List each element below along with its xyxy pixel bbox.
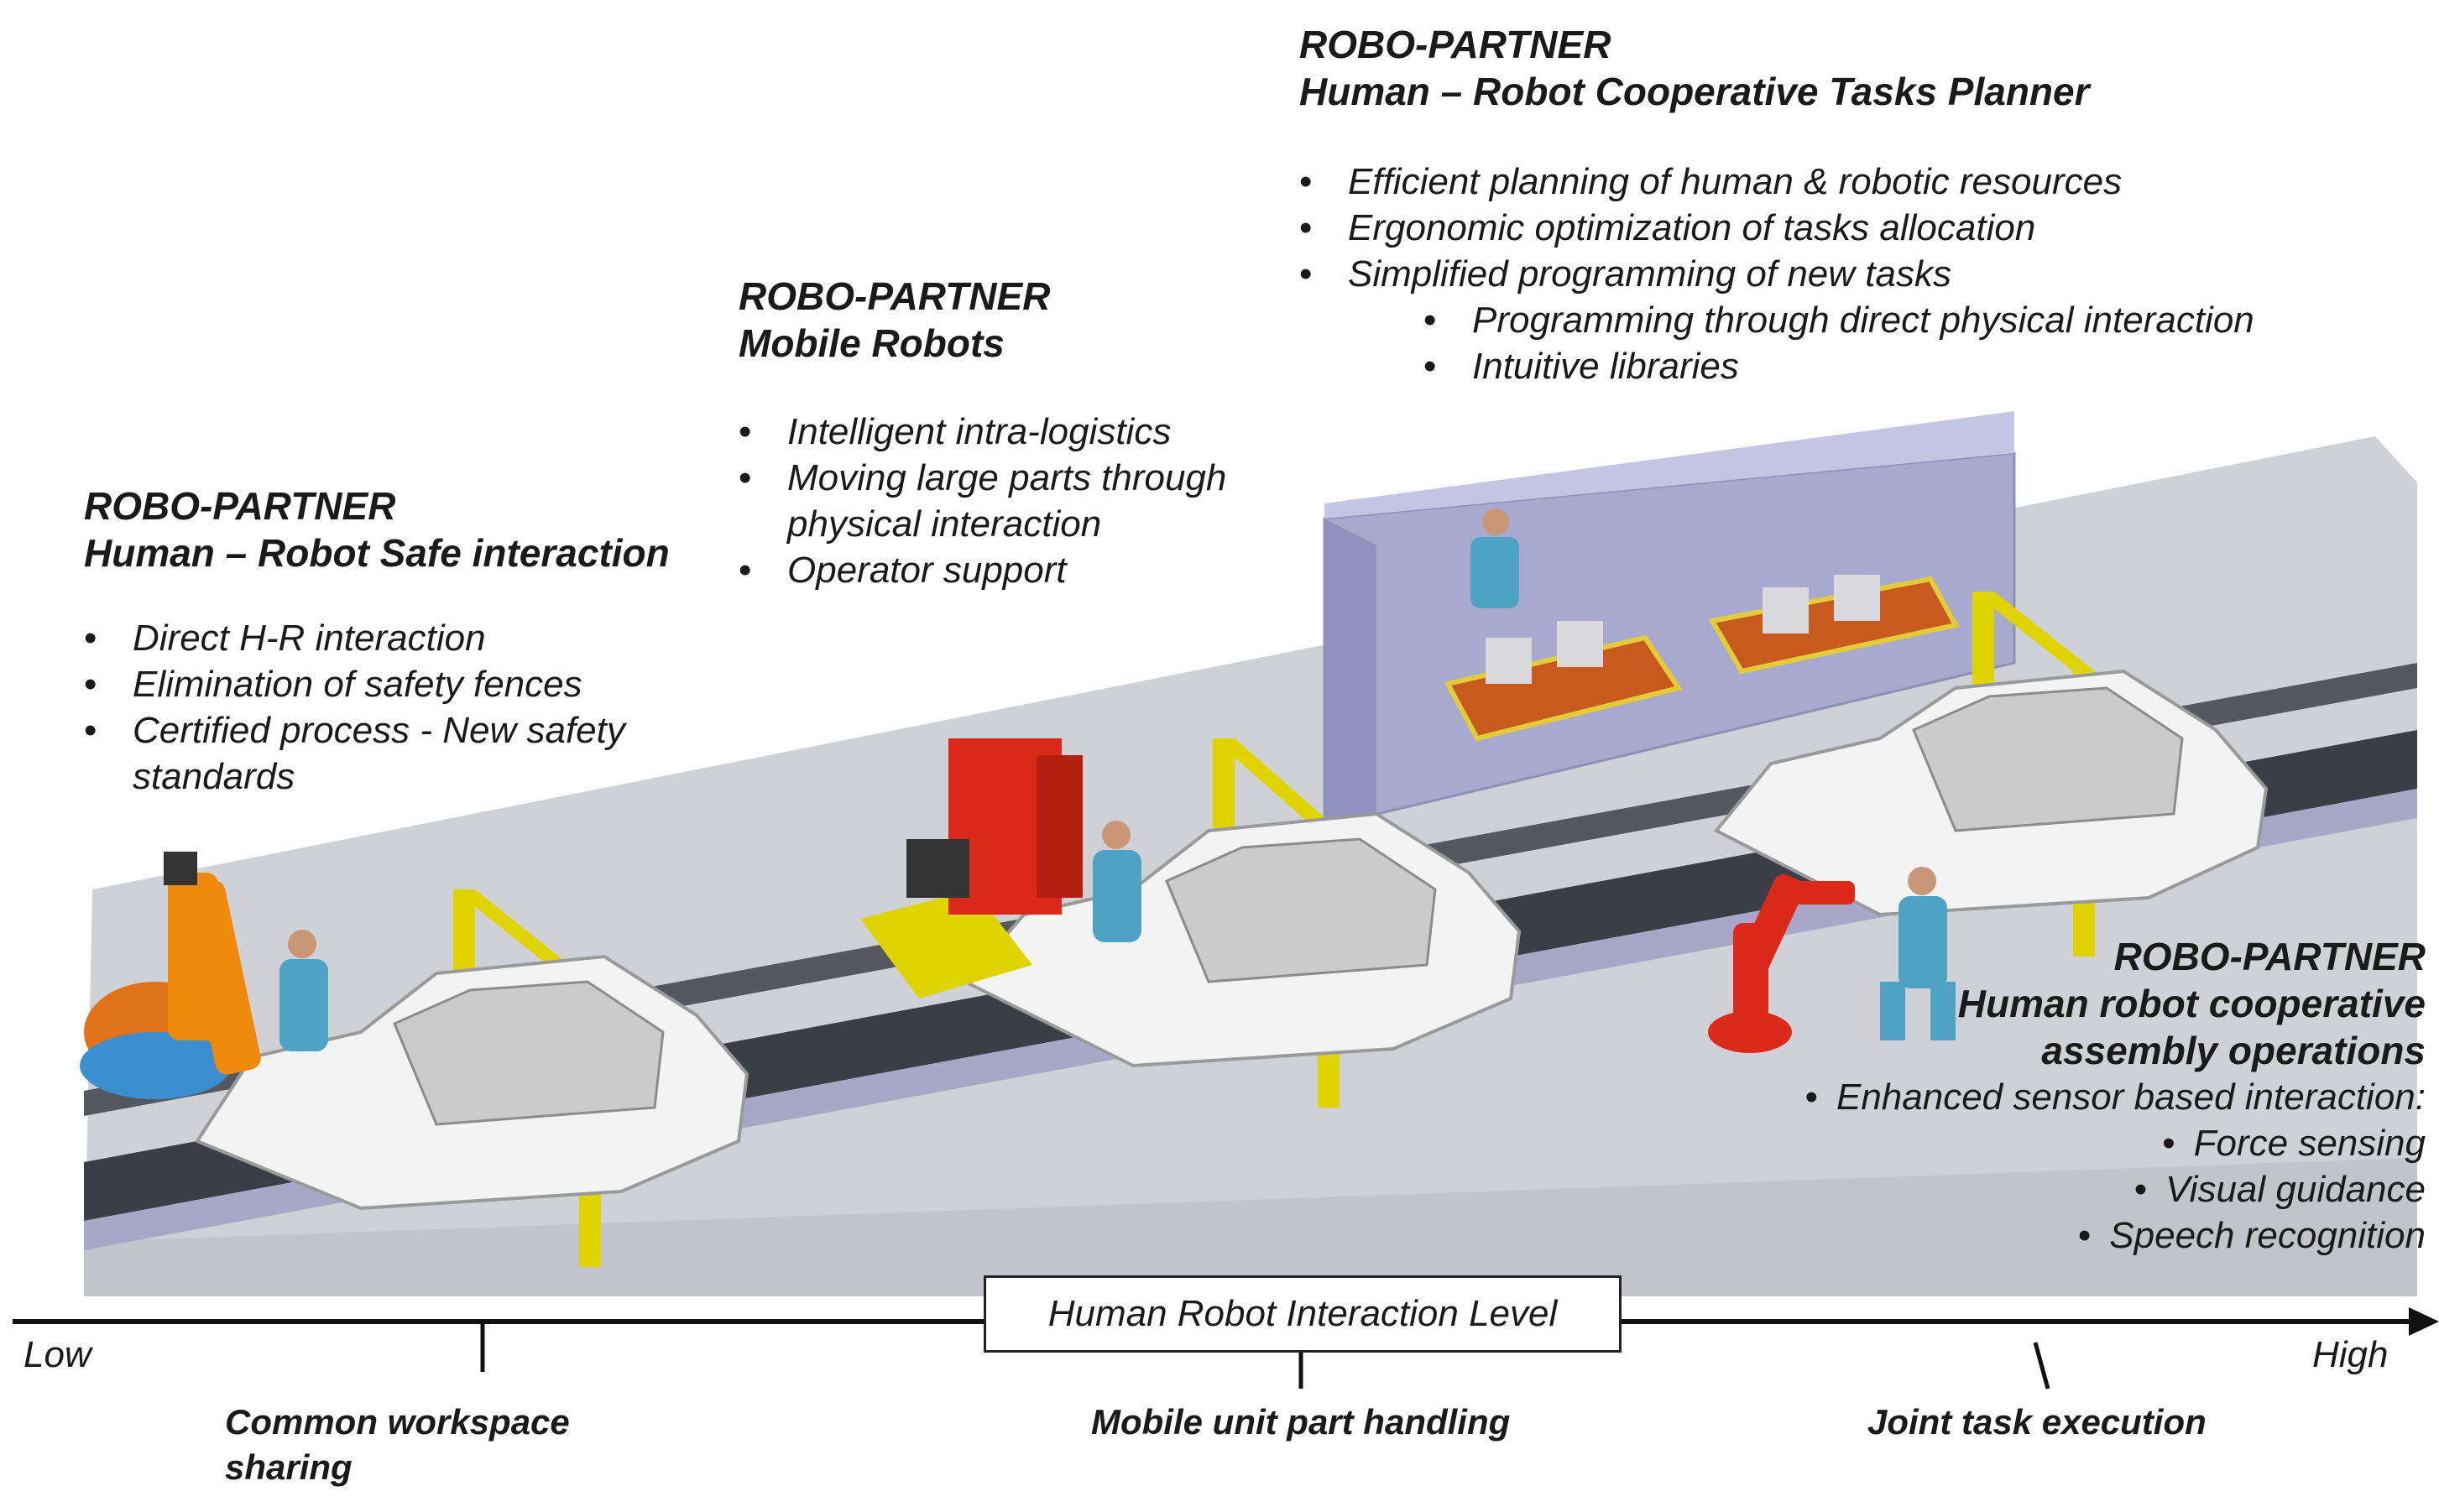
car-body-1 <box>195 954 749 1211</box>
list-item: Ergonomic optimization of tasks allocati… <box>1299 205 2390 251</box>
orange-robot <box>80 852 261 1099</box>
cooperative-assembly-title-line1: Human robot cooperative <box>1957 982 2426 1025</box>
axis-low-label: Low <box>24 1334 91 1375</box>
cooperative-assembly-title-line2: assembly operations <box>2041 1029 2426 1072</box>
worker-1 <box>279 930 328 1051</box>
list-subitem: Visual guidance <box>1595 1166 2426 1212</box>
stage-common-workspace: Common workspace sharing <box>225 1402 570 1487</box>
cooperative-assembly-brand: ROBO-PARTNER <box>2113 935 2426 978</box>
mobile-robot <box>860 738 1083 998</box>
car-body-2 <box>962 811 1522 1068</box>
car-body-3 <box>1713 669 2269 917</box>
list-item: Elimination of safety fences <box>84 661 739 707</box>
tasks-planner-title: Human – Robot Cooperative Tasks Planner <box>1299 70 2090 113</box>
safe-interaction-block: ROBO-PARTNER Human – Robot Safe interact… <box>84 482 739 800</box>
cooperative-assembly-list: Enhanced sensor based interaction: Force… <box>1595 1074 2426 1259</box>
tasks-planner-brand: ROBO-PARTNER <box>1299 23 1611 66</box>
list-item: Operator support <box>739 547 1343 593</box>
list-item: Certified process - New safety standards <box>84 707 687 800</box>
mobile-robots-block: ROBO-PARTNER Mobile Robots Intelligent i… <box>739 273 1343 593</box>
axis-high-label: High <box>2312 1334 2389 1375</box>
list-item: Moving large parts through physical inte… <box>739 455 1257 547</box>
mobile-robots-brand: ROBO-PARTNER <box>739 274 1051 318</box>
list-item: Direct H-R interaction <box>84 615 739 661</box>
safe-interaction-brand: ROBO-PARTNER <box>84 484 396 528</box>
list-item: Intelligent intra-logistics <box>739 409 1343 455</box>
mobile-robots-list: Intelligent intra-logistics Moving large… <box>739 409 1343 593</box>
axis-tick-3 <box>2033 1342 2050 1389</box>
red-robot <box>1708 874 1855 1053</box>
list-item: Enhanced sensor based interaction: <box>1595 1074 2426 1120</box>
list-subitem: Speech recognition <box>1595 1212 2426 1259</box>
safe-interaction-list: Direct H-R interaction Elimination of sa… <box>84 615 739 800</box>
worker-3 <box>1880 867 1956 1040</box>
worker-2 <box>1093 821 1141 942</box>
list-subitem: Programming through direct physical inte… <box>1423 297 2390 343</box>
list-item: Simplified programming of new tasks <box>1299 251 2390 297</box>
safe-interaction-title: Human – Robot Safe interaction <box>84 531 670 575</box>
list-subitem: Force sensing <box>1595 1120 2426 1166</box>
cooperative-assembly-block: ROBO-PARTNER Human robot cooperative ass… <box>1595 933 2426 1259</box>
axis-title: Human Robot Interaction Level <box>984 1275 1622 1353</box>
mobile-robots-title: Mobile Robots <box>739 321 1005 365</box>
stage-mobile-unit: Mobile unit part handling <box>1091 1402 1511 1442</box>
stage-joint-task: Joint task execution <box>1867 1402 2207 1442</box>
list-subitem: Intuitive libraries <box>1423 343 2390 389</box>
tasks-planner-list: Efficient planning of human & robotic re… <box>1299 159 2390 389</box>
axis-arrowhead <box>2409 1307 2439 1336</box>
control-room <box>1323 411 2016 828</box>
tasks-planner-block: ROBO-PARTNER Human – Robot Cooperative T… <box>1299 21 2390 389</box>
list-item: Efficient planning of human & robotic re… <box>1299 159 2390 205</box>
